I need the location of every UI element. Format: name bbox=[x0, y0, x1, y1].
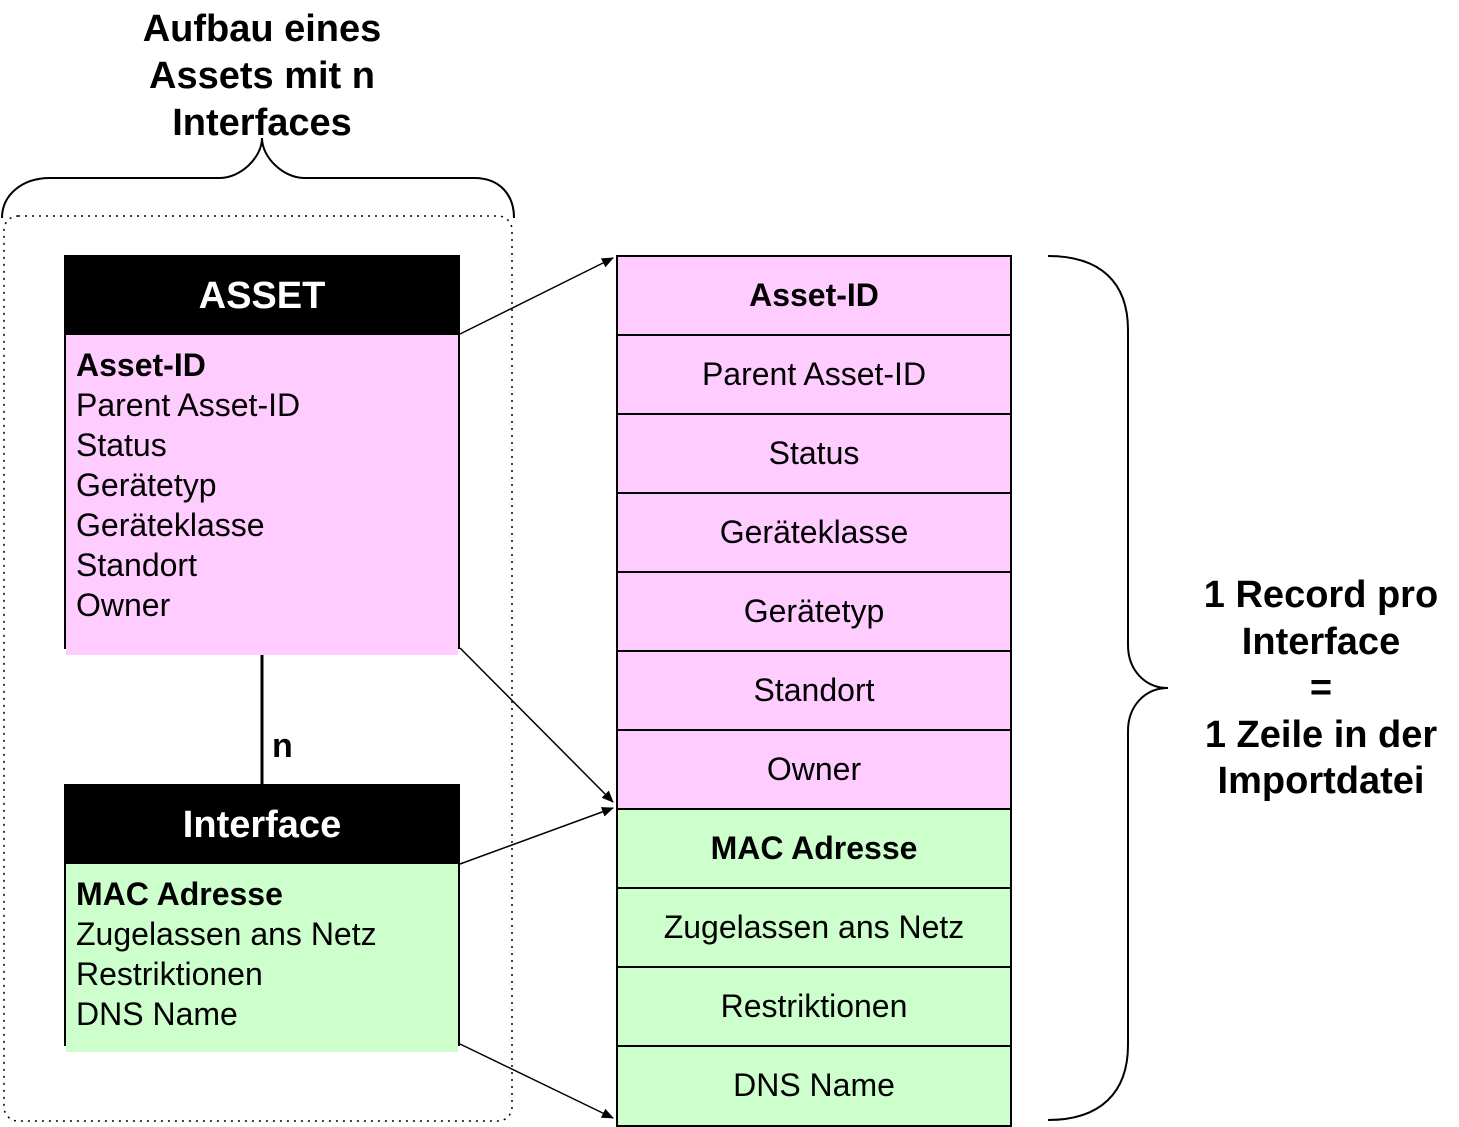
asset-field: Standort bbox=[76, 547, 197, 583]
record-cell-interface: MAC Adresse bbox=[618, 810, 1010, 889]
asset-field: Parent Asset-ID bbox=[76, 387, 301, 423]
cardinality-label: n bbox=[272, 727, 293, 765]
summary-line: Interface bbox=[1241, 620, 1401, 663]
record-cell-asset: Status bbox=[618, 415, 1010, 494]
record-cell-interface: DNS Name bbox=[618, 1047, 1010, 1125]
summary-line: 1 Record pro bbox=[1203, 574, 1439, 616]
interface-field: DNS Name bbox=[76, 996, 238, 1032]
arrow-asset-header-to-record bbox=[459, 257, 614, 335]
record-cell-asset: Parent Asset-ID bbox=[618, 336, 1010, 415]
asset-entity-fields: Asset-ID Parent Asset-ID Status Gerätety… bbox=[66, 335, 458, 655]
summary-text: 1 Record pro Interface = 1 Zeile in der … bbox=[1160, 572, 1459, 805]
asset-entity: ASSET Asset-ID Parent Asset-ID Status Ge… bbox=[64, 255, 460, 655]
asset-entity-header: ASSET bbox=[198, 275, 326, 317]
summary-line: = bbox=[1309, 667, 1333, 709]
interface-field: Restriktionen bbox=[76, 956, 263, 992]
interface-entity: Interface MAC Adresse Zugelassen ans Net… bbox=[64, 784, 460, 1052]
interface-entity-fields: MAC Adresse Zugelassen ans Netz Restrikt… bbox=[66, 864, 458, 1052]
import-record-table: Asset-ID Parent Asset-ID Status Gerätekl… bbox=[616, 255, 1012, 1127]
overview-title-line: Assets mit n bbox=[149, 55, 375, 97]
asset-field: Owner bbox=[76, 587, 171, 623]
interface-field: MAC Adresse bbox=[76, 876, 283, 912]
asset-field: Gerätetyp bbox=[76, 467, 217, 503]
record-cell-asset: Geräteklasse bbox=[618, 494, 1010, 573]
asset-field: Asset-ID bbox=[76, 347, 206, 383]
interface-entity-header: Interface bbox=[182, 804, 342, 846]
arrow-interface-bottom-to-record bbox=[459, 1043, 614, 1119]
group-brace-top bbox=[1, 137, 515, 219]
record-brace-right bbox=[1047, 255, 1169, 1121]
record-cell-asset: Standort bbox=[618, 652, 1010, 731]
arrow-interface-header-to-record bbox=[459, 807, 614, 865]
summary-line: 1 Zeile in der bbox=[1204, 713, 1438, 756]
record-cell-interface: Restriktionen bbox=[618, 968, 1010, 1047]
overview-title-line: Aufbau eines bbox=[142, 8, 382, 50]
asset-group-outline bbox=[3, 215, 513, 1122]
summary-line: Importdatei bbox=[1217, 760, 1425, 802]
overview-title-line: Interfaces bbox=[172, 102, 352, 144]
asset-field: Geräteklasse bbox=[76, 507, 265, 543]
asset-field: Status bbox=[76, 427, 167, 463]
interface-field: Zugelassen ans Netz bbox=[76, 916, 377, 952]
record-cell-asset: Asset-ID bbox=[618, 257, 1010, 336]
record-cell-interface: Zugelassen ans Netz bbox=[618, 889, 1010, 968]
record-cell-asset: Gerätetyp bbox=[618, 573, 1010, 652]
arrow-asset-bottom-to-record bbox=[459, 647, 614, 803]
record-cell-asset: Owner bbox=[618, 731, 1010, 810]
overview-title: Aufbau eines Assets mit n Interfaces bbox=[100, 6, 424, 147]
